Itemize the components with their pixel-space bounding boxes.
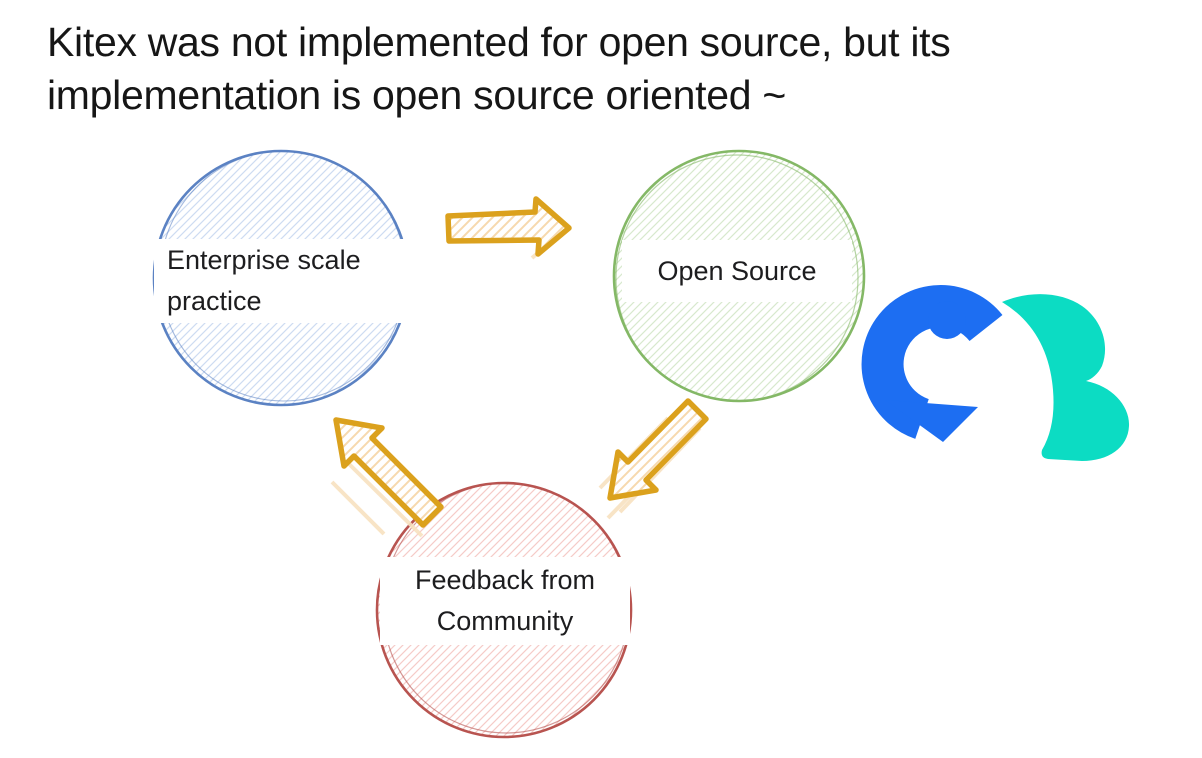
arrow-opensource-to-feedback (607, 398, 709, 501)
node-label-feedback: Feedback from Community (380, 557, 630, 645)
node-label-feedback-line2: Community (436, 606, 574, 636)
node-label-enterprise-line1: Enterprise scale (167, 245, 361, 275)
node-label-feedback-line1: Feedback from (414, 565, 596, 595)
node-label-enterprise: Enterprise scale practice (154, 239, 419, 323)
arrow-feedback-to-enterprise (333, 417, 444, 528)
node-label-enterprise-line2: practice (167, 286, 262, 316)
page-title: Kitex was not implemented for open sourc… (47, 16, 1157, 122)
node-label-open-source: Open Source (622, 240, 852, 302)
cloudwego-logo (861, 285, 1130, 461)
page-title-line1: Kitex was not implemented for open sourc… (47, 19, 951, 65)
cloudwego-logo-arrowhead (885, 400, 978, 442)
arrow-enterprise-to-opensource (445, 196, 572, 257)
cloudwego-logo-teal-cloud (1002, 294, 1130, 461)
cloudwego-logo-blue-bump (928, 301, 966, 339)
node-label-open-source-line1: Open Source (657, 255, 817, 286)
page-title-line2: implementation is open source oriented ~ (47, 72, 786, 118)
